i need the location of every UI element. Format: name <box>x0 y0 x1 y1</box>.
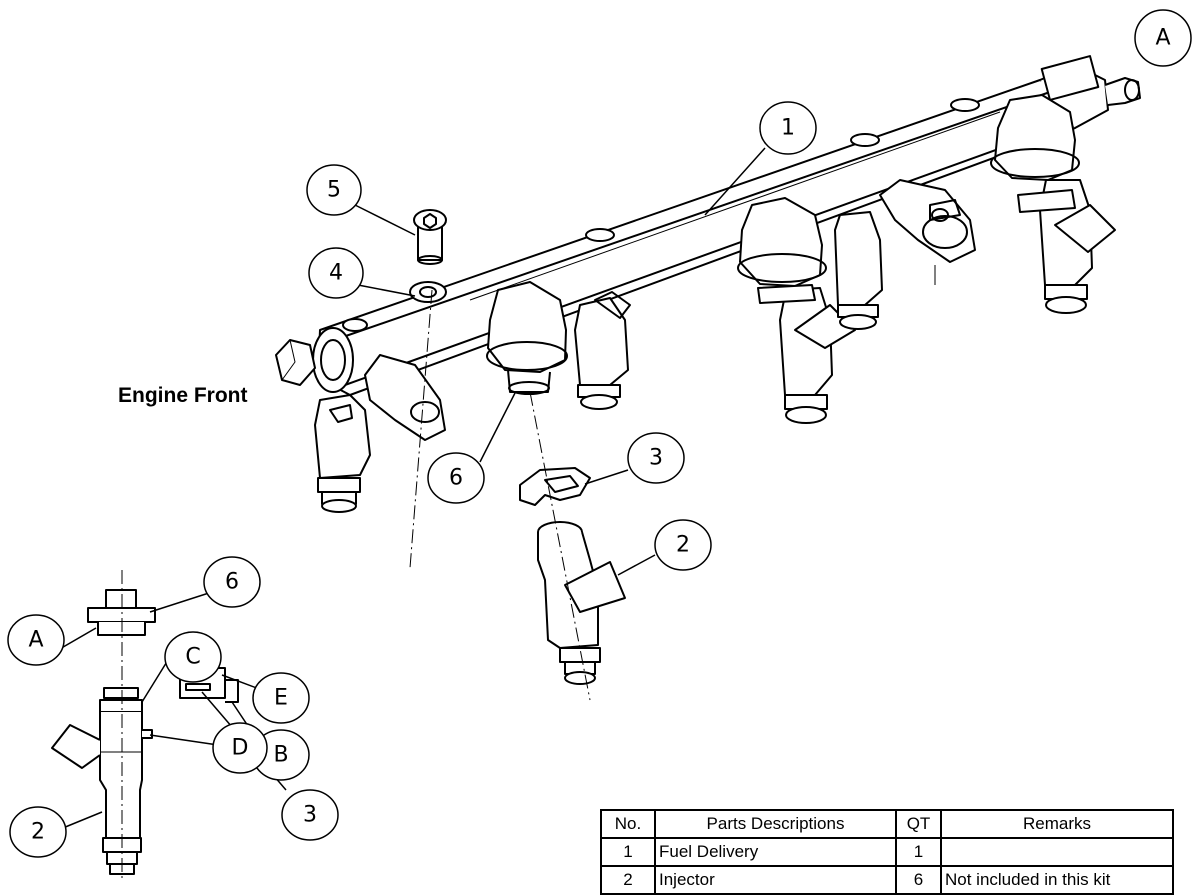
installed-injector-5 <box>1017 179 1116 314</box>
callout-2: 2 <box>676 533 690 558</box>
injector-detail-view <box>51 570 239 880</box>
clip-part-3 <box>519 467 591 506</box>
injector-part-2 <box>537 521 626 685</box>
bolt-part-5 <box>413 209 447 265</box>
header-description: Parts Descriptions <box>654 809 897 839</box>
row-no: 2 <box>600 865 656 895</box>
callout-1: 1 <box>781 116 795 141</box>
installed-injector-2 <box>574 291 631 410</box>
callout-6: 6 <box>449 466 463 491</box>
row-description: Fuel Delivery <box>654 837 897 867</box>
assembly-center-lines <box>409 289 591 701</box>
injector-cup-3 <box>990 94 1080 181</box>
main-callout-leaders <box>354 147 766 576</box>
parts-table-header-row: No. Parts Descriptions QT Remarks <box>600 809 1174 839</box>
detail-callout-E: E <box>274 686 288 711</box>
table-row: 1 Fuel Delivery 1 <box>600 837 1174 867</box>
injector-cup-2 <box>737 197 827 287</box>
header-qty: QT <box>895 809 942 839</box>
detail-callout-leaders <box>57 591 287 831</box>
detail-callout-2: 2 <box>31 820 45 845</box>
callout-3: 3 <box>649 446 663 471</box>
detail-callout-B: B <box>273 743 288 768</box>
callout-4: 4 <box>329 261 343 286</box>
detail-callout-D: D <box>232 736 249 761</box>
table-row: 2 Injector 6 Not included in this kit <box>600 865 1174 895</box>
engine-front-label: Engine Front <box>118 384 248 407</box>
mounting-bracket-left <box>364 354 446 441</box>
mounting-bracket-right <box>879 179 976 285</box>
installed-injector-1 <box>314 394 371 513</box>
row-remarks <box>940 837 1174 867</box>
header-no: No. <box>600 809 656 839</box>
callout-A: A <box>1155 26 1170 51</box>
installed-injector-4 <box>834 211 883 330</box>
row-qty: 1 <box>895 837 942 867</box>
detail-callout-3: 3 <box>303 803 317 828</box>
row-qty: 6 <box>895 865 942 895</box>
row-no: 1 <box>600 837 656 867</box>
header-remarks: Remarks <box>940 809 1174 839</box>
detail-callout-6: 6 <box>225 570 239 595</box>
callout-5: 5 <box>327 178 341 203</box>
balloon-circles <box>7 9 1192 858</box>
row-remarks: Not included in this kit <box>940 865 1174 895</box>
injector-cup-1 <box>486 281 568 395</box>
detail-callout-A: A <box>28 628 43 653</box>
row-description: Injector <box>654 865 897 895</box>
installed-injector-3 <box>757 284 856 424</box>
washer-part-4 <box>409 281 447 303</box>
parts-table: No. Parts Descriptions QT Remarks 1 Fuel… <box>600 809 1174 895</box>
detail-callout-C: C <box>185 645 200 670</box>
